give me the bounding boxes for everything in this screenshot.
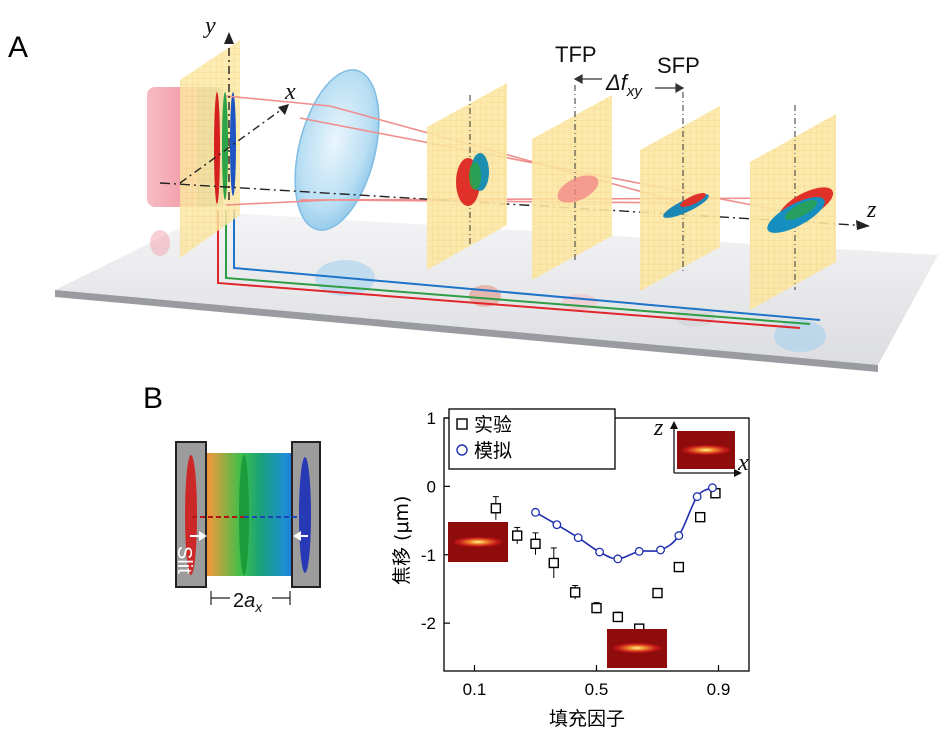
separation-label: Δfxy xyxy=(605,70,643,100)
simulation-fit-line xyxy=(535,487,713,560)
svg-text:Δfxy: Δfxy xyxy=(605,70,643,100)
floor-line-blue xyxy=(233,210,821,321)
simulation-point xyxy=(692,492,702,502)
legend-label-experiment: 实验 xyxy=(474,414,512,436)
separation-text: Δf xyxy=(605,70,630,95)
simulation-point xyxy=(707,483,717,493)
slit-illustration: Slit 2ax xyxy=(173,441,321,615)
axis-y-label: y xyxy=(203,13,216,39)
experiment-point xyxy=(591,602,602,614)
plane-1 xyxy=(427,83,507,270)
simulation-point xyxy=(674,531,684,541)
y-tick-label: 0 xyxy=(427,477,436,496)
inset-z-label: z xyxy=(653,415,664,441)
simulation-point xyxy=(613,554,623,564)
experiment-point xyxy=(673,561,685,573)
panel-a: A xyxy=(8,13,938,372)
x-axis-title: 填充因子 xyxy=(549,708,625,730)
svg-text:2ax: 2ax xyxy=(233,590,263,615)
plane-4 xyxy=(750,105,836,310)
legend-marker-simulation xyxy=(456,444,468,456)
tfp-label: TFP xyxy=(555,42,597,67)
inset-x-label: x xyxy=(737,450,749,476)
slit-width-sub: x xyxy=(254,599,263,615)
simulation-point xyxy=(573,533,583,543)
y-tick-label: 1 xyxy=(427,409,436,428)
y-tick-label: -1 xyxy=(421,546,436,565)
panel-a-letter: A xyxy=(8,31,28,64)
axis-x-label: x xyxy=(284,79,296,105)
optical-axis xyxy=(159,182,871,227)
separation-subscript: xy xyxy=(626,83,644,100)
experiment-point xyxy=(569,587,581,598)
slit-label: Slit xyxy=(173,546,195,574)
experiment-point xyxy=(490,503,502,514)
simulation-point xyxy=(531,507,540,517)
plane-sfp xyxy=(640,92,720,291)
sfp-label: SFP xyxy=(657,53,700,78)
floor-line-red xyxy=(217,210,801,329)
simulation-point xyxy=(552,520,562,530)
experiment-point xyxy=(530,538,541,550)
simulation-point xyxy=(656,545,665,555)
x-tick-label: 0.9 xyxy=(707,680,731,699)
experiment-point xyxy=(695,511,706,523)
experiment-point xyxy=(512,530,523,541)
x-tick-label: 0.1 xyxy=(463,680,487,699)
legend-label-simulation: 模拟 xyxy=(474,440,512,462)
axis-z-label: z xyxy=(866,197,877,223)
simulation-point xyxy=(634,546,644,556)
y-tick-label: -2 xyxy=(421,614,436,633)
legend-marker-experiment xyxy=(456,418,468,430)
slit-width-italic: a xyxy=(244,590,255,612)
experiment-point xyxy=(612,611,624,623)
panel-b-letter: B xyxy=(143,382,163,415)
focal-shift-chart: 0.1 0.5 0.9 1 0 -1 -2 实验 模拟 填充因子 焦移 (μm) xyxy=(391,408,750,730)
legend: 实验 模拟 xyxy=(448,408,616,470)
x-tick-label: 0.5 xyxy=(585,680,609,699)
x-axis xyxy=(179,106,286,184)
simulation-point xyxy=(595,547,604,557)
experiment-point xyxy=(652,587,663,599)
plane-tfp xyxy=(532,85,612,280)
floor-edge xyxy=(55,290,878,372)
lens xyxy=(294,69,380,231)
separation-arrows xyxy=(573,73,685,94)
y-axis-title: 焦移 (μm) xyxy=(391,496,413,585)
experiment-point xyxy=(548,557,559,569)
floor-line-green xyxy=(225,210,811,325)
slit-width-main: 2 xyxy=(233,590,244,612)
